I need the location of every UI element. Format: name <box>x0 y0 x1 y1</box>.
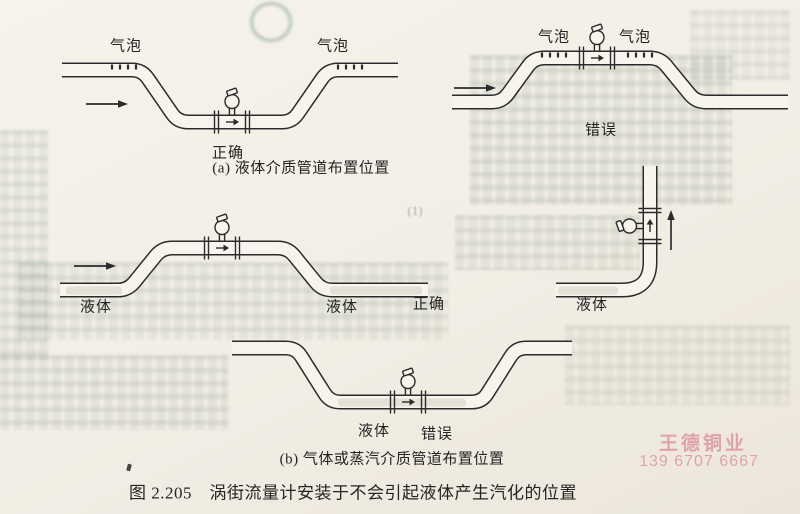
watermark-phone: 139 6707 6667 <box>639 453 759 470</box>
diagram-b-left-pipe <box>60 213 428 298</box>
flow-arrow <box>74 262 116 270</box>
bleedthrough-footnote: (1) <box>407 203 423 218</box>
liquid-label: 液体 <box>357 423 391 440</box>
bubble-label: 气泡 <box>537 29 571 46</box>
bubble-label: 气泡 <box>618 29 652 46</box>
liquid-label: 液体 <box>325 299 359 316</box>
bubble-ticks <box>540 52 654 58</box>
verdict-label: 正确 <box>211 145 245 162</box>
verdict-label: 错误 <box>420 426 454 443</box>
caption-b: (b) 气体或蒸汽介质管道布置位置 <box>279 451 505 468</box>
flow-arrow <box>86 100 128 108</box>
diagram-c-pipe <box>232 340 572 415</box>
diagram-a-right-pipe <box>452 23 788 110</box>
liquid-label: 液体 <box>575 297 609 314</box>
bubble-label: 气泡 <box>109 38 143 55</box>
watermark-company: 王德铜业 <box>658 433 748 455</box>
verdict-label: 错误 <box>584 122 618 139</box>
flow-arrow-up <box>667 210 675 250</box>
bubble-label: 气泡 <box>316 38 350 55</box>
liquid-label: 液体 <box>79 299 113 316</box>
verdict-label: 正确 <box>412 296 446 313</box>
bleedthrough-stamp-circle <box>250 2 292 42</box>
caption-a: (a) 液体介质管道布置位置 <box>212 160 390 177</box>
diagram-b-vertical-pipe <box>556 166 675 298</box>
flow-arrow <box>454 84 496 92</box>
bubble-ticks <box>110 64 364 70</box>
diagram-a-left-pipe <box>62 62 398 135</box>
figure-caption: 图 2.205 涡街流量计安装于不会引起液体产生汽化的位置 <box>129 483 577 503</box>
